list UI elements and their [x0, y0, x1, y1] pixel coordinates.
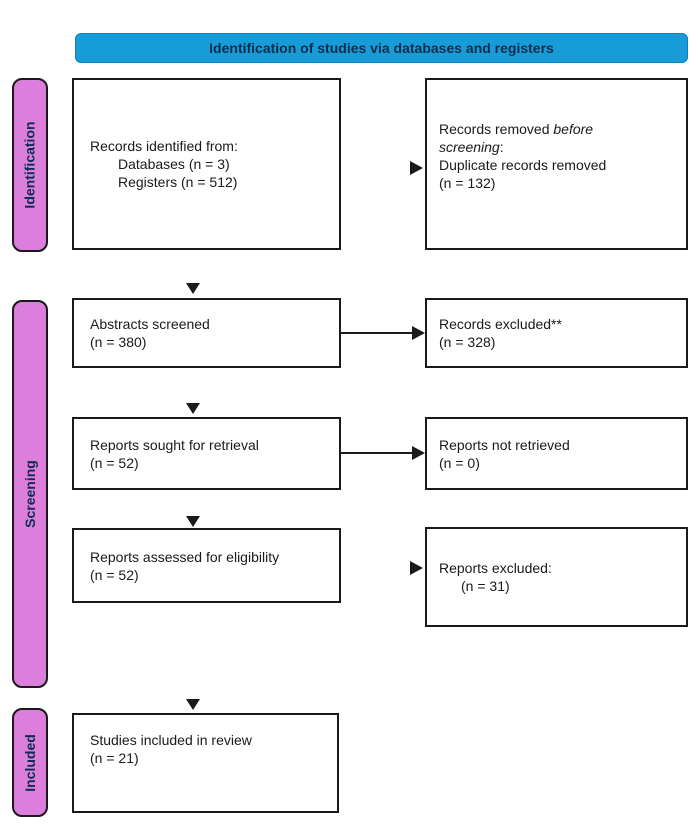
records-removed-italic: before screening: [439, 121, 594, 155]
arrow-down-4-icon: [186, 699, 200, 710]
box-studies-included: Studies included in review (n = 21): [72, 713, 339, 813]
phase-label-screening-text: Screening: [22, 460, 39, 528]
box-reports-sought-line1: Reports sought for retrieval: [90, 436, 259, 453]
arrow-down-3-icon: [186, 516, 200, 527]
box-reports-not-retrieved: Reports not retrieved (n = 0): [425, 417, 688, 490]
box-reports-assessed-line2: (n = 52): [90, 566, 139, 583]
arrowhead-records-excluded-icon: [412, 326, 425, 340]
box-reports-assessed-line1: Reports assessed for eligibility: [90, 548, 280, 565]
arrow-line-reports-not-retrieved: [341, 452, 413, 454]
box-reports-excluded-line2: (n = 31): [461, 578, 510, 594]
box-records-excluded: Records excluded** (n = 328): [425, 298, 688, 368]
box-reports-excluded-line1: Reports excluded:: [439, 560, 552, 576]
arrowhead-reports-not-retrieved-icon: [412, 446, 425, 460]
box-records-removed-line3: (n = 132): [439, 175, 496, 191]
records-removed-suffix: :: [499, 139, 504, 155]
arrowhead-reports-excluded-icon: [410, 561, 423, 575]
arrow-line-records-excluded: [341, 332, 413, 334]
box-records-excluded-line1: Records excluded**: [439, 316, 562, 332]
arrow-down-2-icon: [186, 403, 200, 414]
box-studies-included-line2: (n = 21): [90, 750, 139, 766]
box-reports-assessed: Reports assessed for eligibility (n = 52…: [72, 528, 341, 603]
box-records-identified-title: Records identified from:: [90, 138, 238, 154]
phase-label-identification: Identification: [12, 78, 48, 252]
phase-label-included-text: Included: [22, 733, 38, 792]
box-records-identified: Records identified from: Databases (n = …: [72, 78, 341, 250]
box-records-removed-line1: Records removed before screening:: [439, 120, 661, 156]
phase-label-identification-text: Identification: [22, 121, 38, 209]
phase-label-included: Included: [12, 708, 48, 817]
box-abstracts-screened: Abstracts screened (n = 380): [72, 298, 341, 368]
phase-label-screening: Screening: [12, 300, 48, 688]
arrowhead-records-removed-icon: [410, 161, 423, 175]
arrow-down-1-icon: [186, 283, 200, 294]
box-studies-included-line1: Studies included in review: [90, 732, 252, 748]
box-records-identified-registers: Registers (n = 512): [118, 174, 238, 190]
box-records-removed: Records removed before screening: Duplic…: [425, 78, 688, 250]
box-reports-sought: Reports sought for retrieval (n = 52): [72, 417, 341, 490]
box-reports-excluded: Reports excluded: (n = 31): [425, 527, 688, 627]
diagram-header-banner: Identification of studies via databases …: [75, 33, 688, 63]
box-records-excluded-line2: (n = 328): [439, 334, 496, 350]
box-reports-not-retrieved-line1: Reports not retrieved: [439, 436, 570, 453]
box-records-identified-databases: Databases (n = 3): [118, 156, 230, 172]
box-reports-not-retrieved-line2: (n = 0): [439, 454, 480, 471]
records-removed-prefix: Records removed: [439, 121, 554, 137]
box-records-removed-line2: Duplicate records removed: [439, 157, 607, 173]
diagram-header-label: Identification of studies via databases …: [209, 40, 554, 56]
box-abstracts-screened-line2: (n = 380): [90, 334, 147, 350]
box-abstracts-screened-line1: Abstracts screened: [90, 316, 210, 332]
box-reports-sought-line2: (n = 52): [90, 454, 139, 471]
